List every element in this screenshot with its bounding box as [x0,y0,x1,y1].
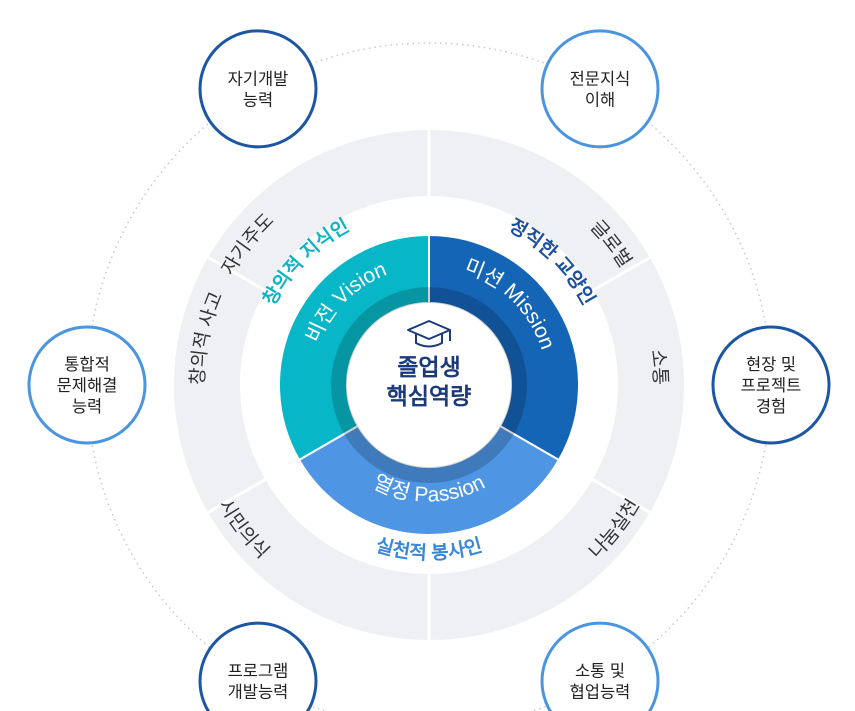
outer-node-circle [27,325,147,445]
outer-node-label: 전문지식 [570,69,631,88]
outer-node-label: 이해 [585,90,615,109]
ring-divider [589,254,654,294]
graduation-cap-icon [407,320,451,348]
ring-divider [204,254,269,294]
value-label-bottom: 실천적 봉사인 [373,534,484,564]
outer-node-label: 현장 및 [746,355,796,374]
inner-band [331,287,527,483]
outer-node-label: 소통 및 [575,662,625,681]
outer-node-label: 통합적 [64,355,110,374]
outer-node-circle [540,621,660,711]
ring-divider [589,476,654,516]
outer-node-circle [198,29,318,149]
outer-node-label: 경험 [756,397,786,416]
center-title-line1: 졸업생 [397,354,460,380]
ring-label-3: 소통 [646,348,670,385]
center-title-line2: 핵심역량 [387,383,472,409]
ring-divider [204,476,269,516]
outer-node-label: 개발능력 [228,683,289,702]
outer-node-circle [198,621,318,711]
outer-node-label: 능력 [243,90,273,109]
outer-node-label: 협업능력 [570,683,631,702]
outer-node-circle [540,29,660,149]
outer-node-label: 능력 [72,397,102,416]
outer-node-label: 프로그램 [228,662,289,681]
center-circle [347,303,511,467]
outer-node-label: 프로젝트 [741,376,802,395]
outer-node-label: 자기개발 [228,69,289,88]
outer-node-label: 문제해결 [57,376,118,395]
ring-dividers [204,127,654,643]
outer-node-circle [711,325,831,445]
